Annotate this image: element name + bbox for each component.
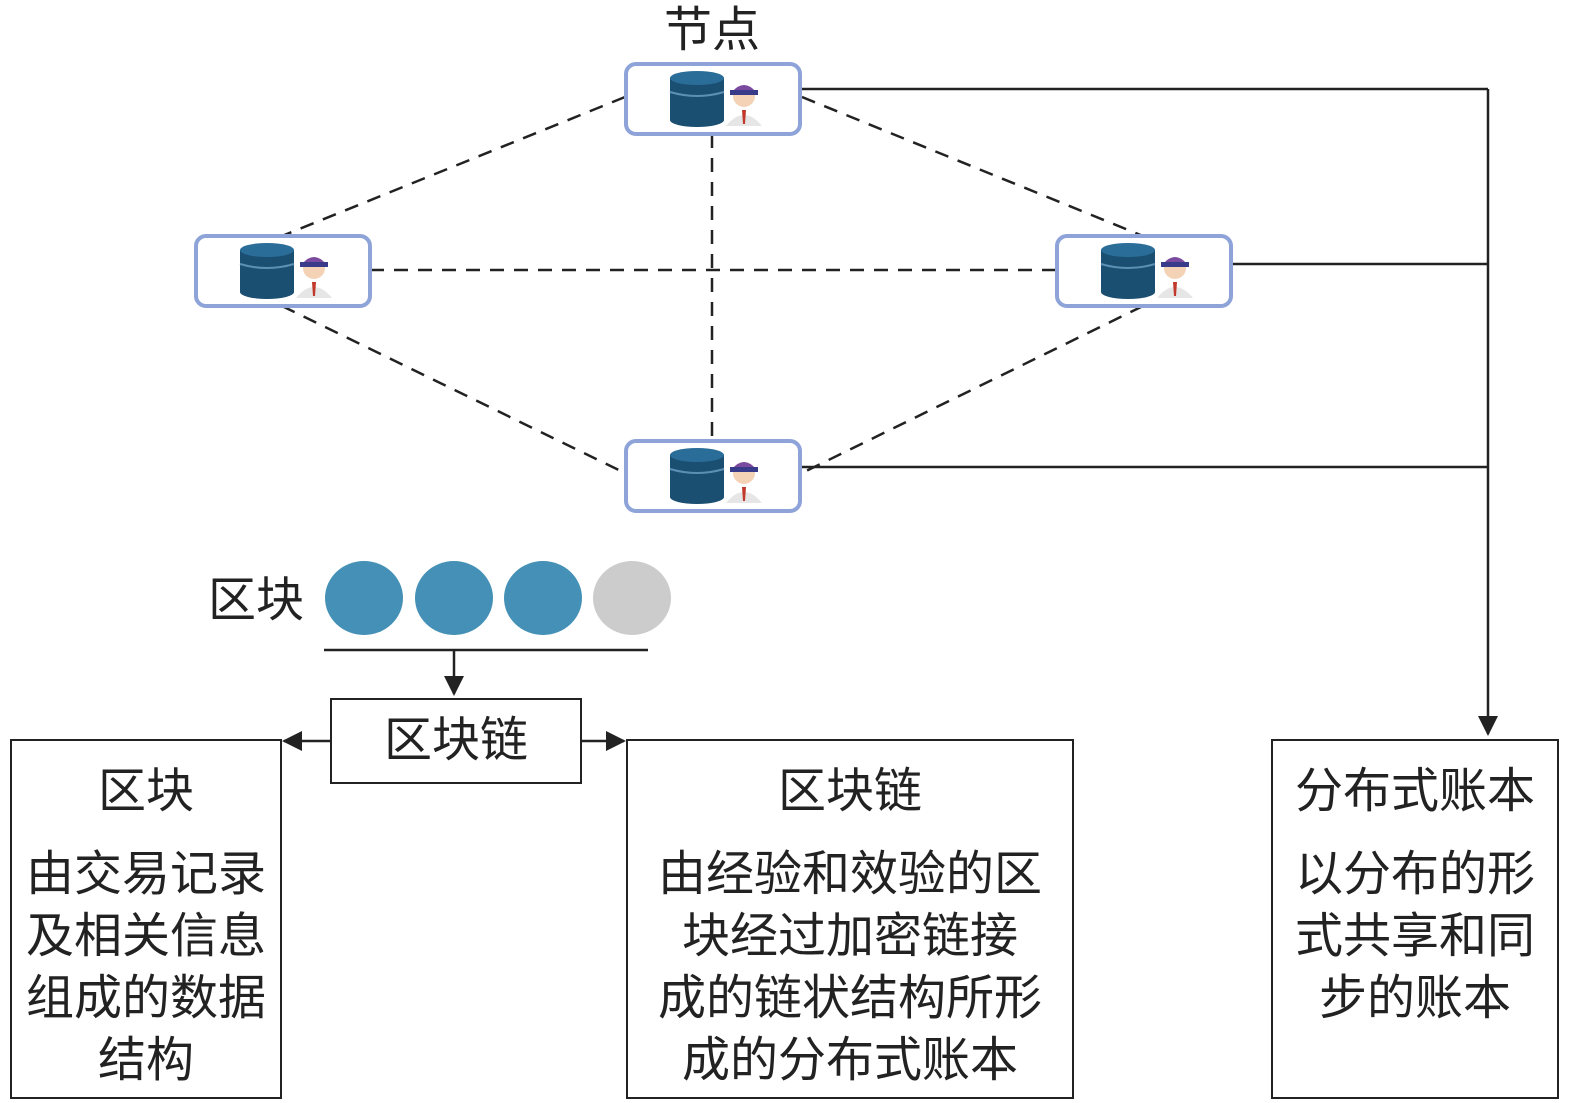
- link-left-bottom: [281, 304, 626, 475]
- blockchain-definition-line: 块经过加密链接: [681, 908, 1018, 964]
- block-definition-line: 结构: [97, 1032, 194, 1088]
- block-definition-box: 区块 由交易记录 及相关信息 组成的数据 结构: [10, 739, 282, 1099]
- blockchain-definition-text: 由经验和效验的区 块经过加密链接 成的链状结构所形 成的分布式账本: [628, 843, 1072, 1091]
- link-top-left: [281, 95, 626, 238]
- block-definition-text: 由交易记录 及相关信息 组成的数据 结构: [12, 843, 280, 1091]
- node-bottom-icon: [624, 439, 802, 513]
- ledger-definition-line: 式共享和同: [1294, 908, 1535, 964]
- ledger-connections: [802, 87, 1498, 736]
- block-sequence: [324, 561, 671, 652]
- blockchain-definition-line: 成的链状结构所形: [657, 970, 1042, 1026]
- ledger-definition-line: 以分布的形: [1294, 846, 1535, 902]
- node-right-icon: [1055, 234, 1233, 308]
- blockchain-center-label: 区块链: [383, 712, 528, 768]
- block-label: 区块: [208, 572, 305, 628]
- node-left-icon: [194, 234, 372, 308]
- ledger-definition-line: 步的账本: [1318, 970, 1511, 1026]
- block-circle-2: [415, 561, 493, 635]
- block-definition-line: 由交易记录: [25, 846, 266, 902]
- ledger-definition-text: 以分布的形 式共享和同 步的账本: [1273, 843, 1557, 1029]
- blockchain-center-box: 区块链: [330, 698, 582, 784]
- ledger-definition-title: 分布式账本: [1294, 763, 1535, 819]
- blockchain-definition-line: 成的分布式账本: [681, 1032, 1018, 1088]
- block-circle-3: [504, 561, 582, 635]
- block-definition-line: 及相关信息: [25, 908, 266, 964]
- peer-connections: [281, 95, 1144, 475]
- block-circle-1: [325, 561, 403, 635]
- block-definition-title: 区块: [97, 763, 194, 819]
- link-right-bottom: [801, 304, 1144, 475]
- node-top-icon: [624, 62, 802, 136]
- ledger-definition-box: 分布式账本 以分布的形 式共享和同 步的账本: [1271, 739, 1559, 1099]
- blockchain-definition-line: 由经验和效验的区: [657, 846, 1042, 902]
- block-definition-line: 组成的数据: [25, 970, 266, 1026]
- block-circle-4: [593, 561, 671, 635]
- blockchain-definition-title: 区块链: [777, 763, 922, 819]
- blockchain-definition-box: 区块链 由经验和效验的区 块经过加密链接 成的链状结构所形 成的分布式账本: [626, 739, 1074, 1099]
- node-label: 节点: [664, 2, 761, 58]
- link-top-right: [801, 95, 1144, 238]
